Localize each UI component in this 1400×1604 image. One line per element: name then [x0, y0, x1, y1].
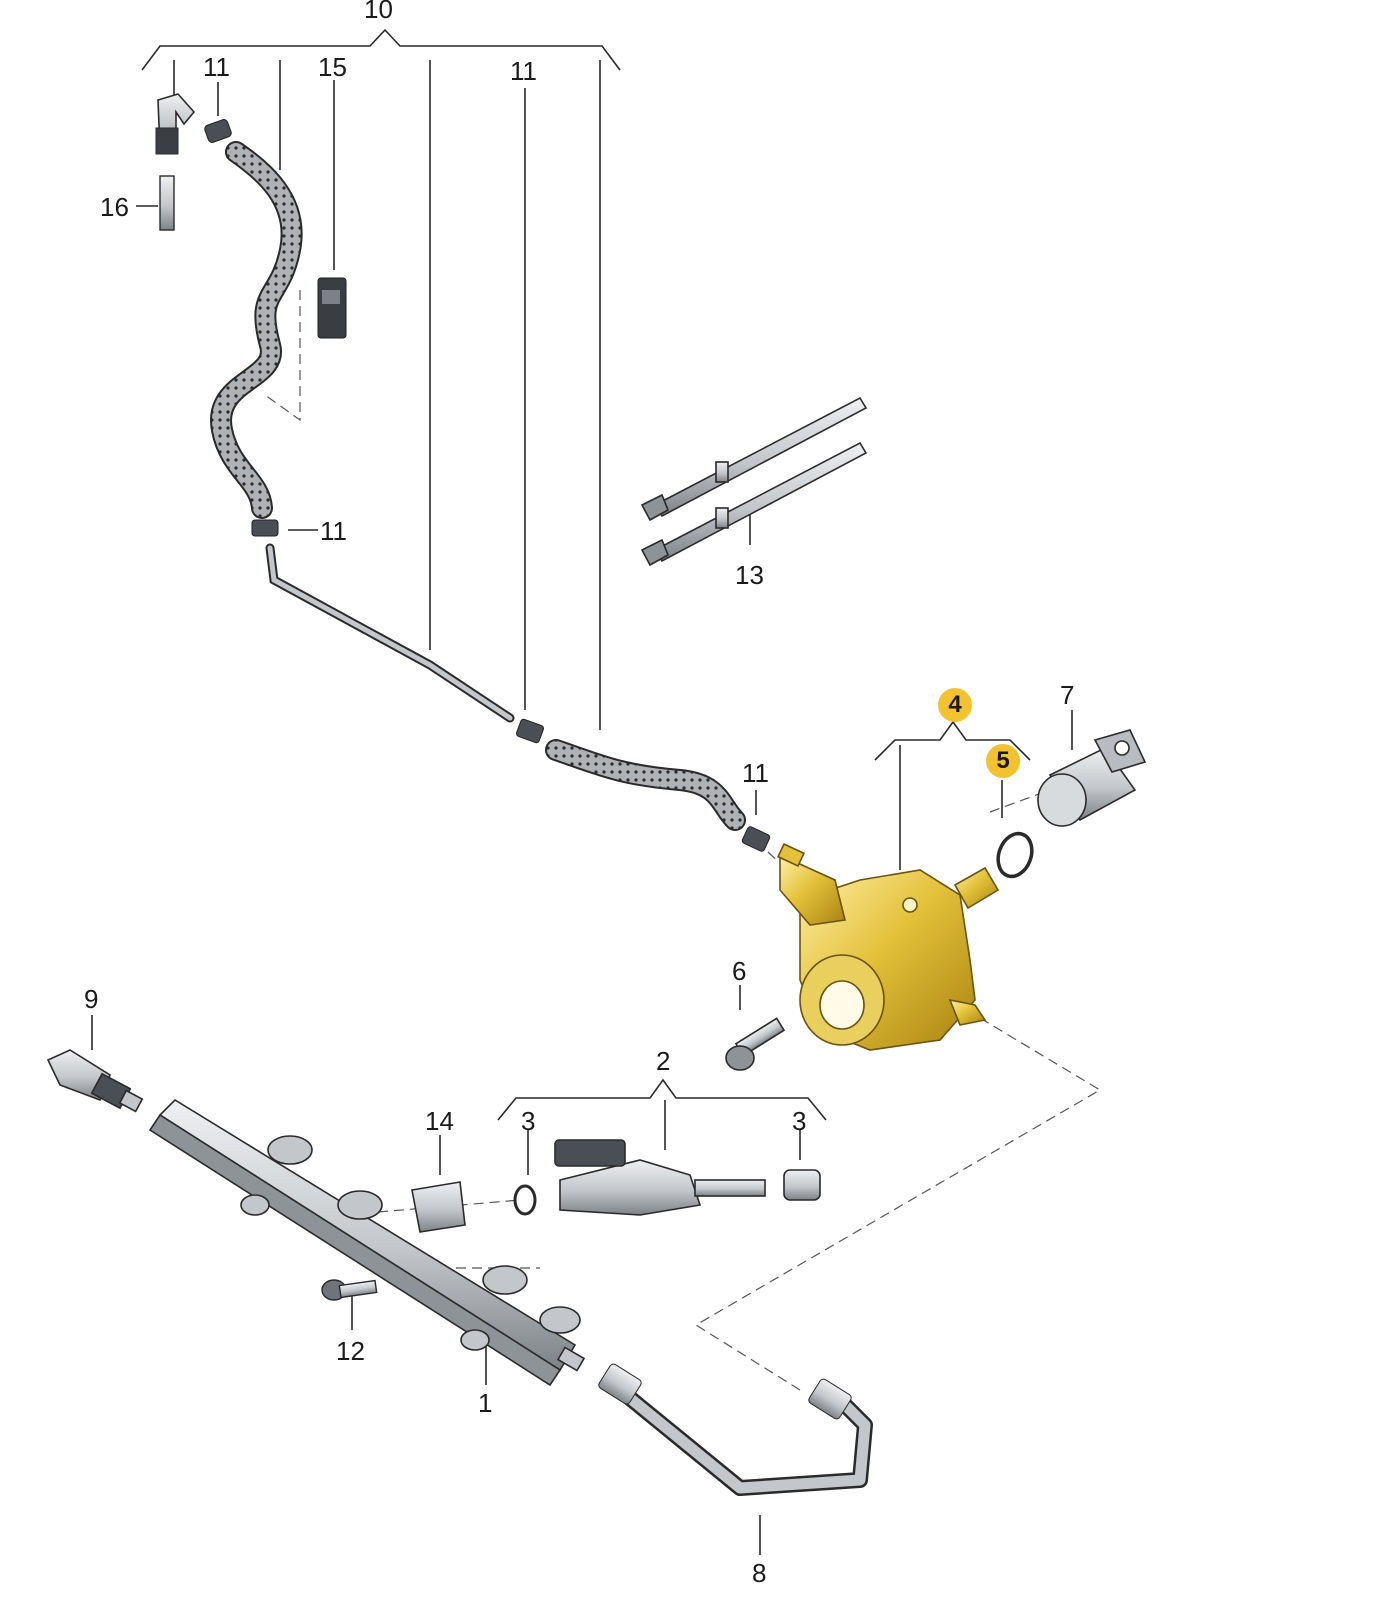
callout-9: 9 [84, 984, 99, 1014]
hose-clamp-top [204, 119, 232, 143]
callout-1: 1 [478, 1388, 493, 1418]
pump-electrical-connector [779, 853, 846, 926]
callout-6: 6 [732, 956, 747, 986]
bracket-2 [497, 1078, 827, 1121]
callout-2: 2 [656, 1046, 671, 1076]
callout-11-top: 11 [203, 52, 230, 82]
callout-10: 10 [364, 0, 393, 24]
callout-16: 16 [100, 192, 129, 222]
high-pressure-line-8 [598, 1363, 873, 1496]
pipe-16 [159, 175, 175, 231]
callout-11-pump: 11 [742, 758, 769, 788]
callout-11-upper-right: 11 [510, 56, 537, 86]
callout-13: 13 [735, 560, 764, 590]
callout-8: 8 [752, 1558, 767, 1588]
hose-clamp-lower [515, 718, 545, 744]
pressure-sensor-9 [46, 1049, 144, 1113]
o-ring-3-left [513, 1184, 537, 1216]
hose-clamp-mid [251, 519, 279, 537]
cable-ties-13 [640, 396, 868, 567]
callout-3-left: 3 [521, 1106, 536, 1136]
fuel-rail-1 [148, 1098, 586, 1387]
seal-3-right [783, 1169, 821, 1201]
bolt-6 [725, 1017, 786, 1071]
callout-15: 15 [318, 52, 347, 82]
callout-3-right: 3 [792, 1106, 807, 1136]
leader-lines [91, 28, 1102, 1555]
roller-tappet-7 [1037, 729, 1147, 827]
bracket-4 [874, 720, 1031, 761]
callout-7: 7 [1060, 680, 1075, 710]
bolt-12 [321, 1279, 378, 1301]
valve-15 [317, 277, 347, 339]
hose-clamp-pump [741, 826, 771, 852]
hose-assembly-10 [155, 93, 771, 852]
callout-4: 4 [938, 688, 972, 722]
callout-12: 12 [336, 1336, 365, 1366]
injector-2 [554, 1139, 766, 1216]
callout-14: 14 [425, 1106, 454, 1136]
bracket-10 [141, 28, 621, 71]
callout-5: 5 [986, 744, 1020, 778]
pump-outlet [953, 866, 1000, 910]
high-pressure-pump-4 [777, 842, 1000, 1051]
callout-11-lower-left: 11 [320, 516, 347, 546]
spacer-14 [411, 1181, 466, 1233]
o-ring-5 [996, 831, 1034, 879]
